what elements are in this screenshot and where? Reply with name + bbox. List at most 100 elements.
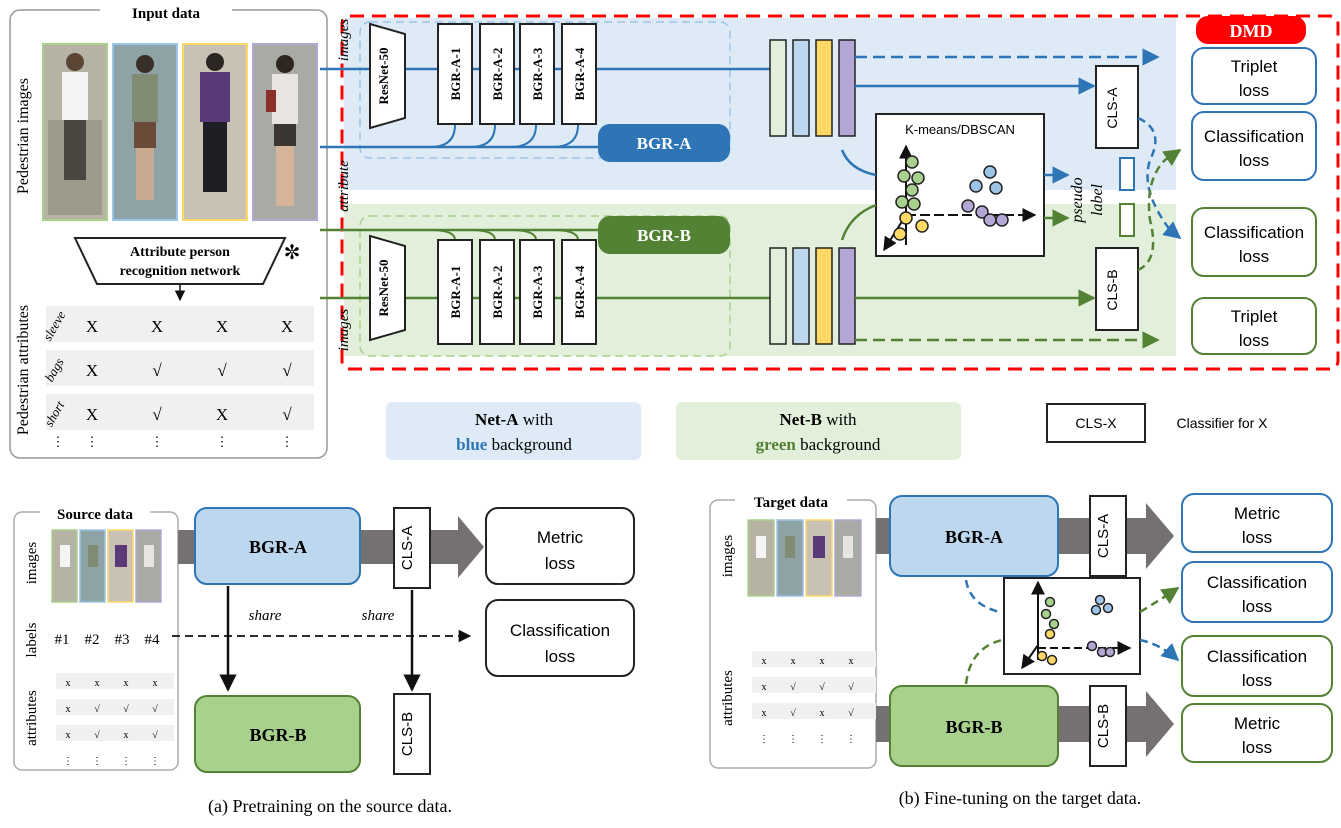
resnet-b-label: ResNet-50 (376, 259, 391, 316)
attribute-label: attribute (336, 160, 352, 212)
b-bgr-b-label: BGR-B (945, 717, 1002, 737)
small-attr-cell: √ (848, 708, 854, 719)
cluster-dot (1102, 602, 1114, 614)
caption-b: (b) Fine-tuning on the target data. (899, 788, 1142, 809)
cluster-dot (1086, 640, 1098, 652)
attr-cell: X (281, 317, 293, 336)
arrow-b-top-head (1146, 503, 1174, 569)
cross-green-dashed (1137, 148, 1182, 272)
loss-line1: Classification (1207, 573, 1307, 592)
a-share-text-1: share (249, 608, 282, 624)
a-cls-b-label: CLS-B (399, 712, 416, 756)
small-attr-ellipsis: ⋮ (788, 734, 798, 745)
bgr-block-label: BGR-A-1 (448, 266, 463, 319)
apr-line1: Attribute person (130, 245, 230, 260)
small-attr-cell: x (124, 678, 129, 689)
b-cluster-dots (1036, 594, 1116, 666)
resnet-a-label: ResNet-50 (376, 47, 391, 104)
feature-columns-b (769, 247, 856, 345)
bgr-block (437, 239, 473, 345)
a-classification-l2: loss (545, 647, 575, 666)
b-cls-b-box (1089, 685, 1127, 767)
arrow-b-bottom-head (1146, 691, 1174, 757)
caption-a: (a) Pretraining on the source data. (208, 796, 452, 817)
loss-line1: Metric (1234, 504, 1281, 523)
loss-box (1181, 561, 1333, 623)
small-attr-cell: √ (94, 704, 100, 715)
b-cluster-axis-yd (1021, 644, 1039, 670)
attr-cell: X (86, 361, 98, 380)
cluster-dot (989, 181, 1003, 195)
loss-line2: loss (1239, 81, 1269, 100)
target-attributes-label: attributes (720, 670, 736, 726)
cls-b-box (1095, 247, 1139, 331)
legend-net-a-bg (386, 402, 641, 460)
label-text: label (1089, 183, 1106, 216)
attr-ellipsis: ⋮ (52, 434, 65, 449)
loss-line1: Metric (1234, 714, 1281, 733)
cluster-dot (895, 195, 909, 209)
small-attr-cell: x (66, 704, 71, 715)
bgr-block (561, 23, 597, 125)
small-attr-cell: √ (790, 708, 796, 719)
small-attr-cell: x (820, 656, 825, 667)
bgr-block (519, 23, 555, 125)
attr-ellipsis: ⋮ (281, 434, 294, 449)
dmd-badge-bg (1196, 16, 1306, 44)
small-attr-row (56, 673, 174, 689)
b-cls-a-label: CLS-A (1095, 514, 1112, 558)
source-data-title: Source data (57, 507, 133, 523)
bgr-block-label: BGR-A-4 (572, 47, 587, 100)
cluster-dot (899, 211, 913, 225)
cls-a-label: CLS-A (1104, 87, 1120, 129)
cluster-title: K-means/DBSCAN (905, 122, 1015, 137)
loss-line1: Triplet (1231, 307, 1278, 326)
attr-branch-b (429, 229, 579, 241)
cluster-dot (1036, 650, 1048, 662)
attr-row-bg (46, 306, 314, 342)
small-attr-ellipsis: ⋮ (817, 734, 827, 745)
small-attr-cell: x (820, 708, 825, 719)
small-attr-ellipsis: ⋮ (92, 756, 102, 767)
b-cls-a-box (1089, 495, 1127, 577)
a-bgr-b-box (194, 695, 361, 773)
images-label-top: images (336, 19, 352, 62)
cluster-dot (893, 227, 907, 241)
loss-box (1191, 297, 1317, 355)
resnet-b-trapezoid (369, 234, 406, 342)
loss-line1: Classification (1204, 223, 1304, 242)
small-attr-ellipsis: ⋮ (63, 756, 73, 767)
pedestrian-images-label: Pedestrian images (15, 78, 32, 194)
source-labels-label: labels (24, 622, 40, 657)
small-attr-cell: x (762, 682, 767, 693)
attr-cell: √ (152, 361, 162, 380)
attr-branch-a (429, 124, 579, 148)
legend-net-a-line1: Net-A with (475, 410, 553, 429)
attribute-network-trapezoid (73, 237, 287, 285)
attr-row-bg (46, 394, 314, 430)
a-share-text-2: share (362, 608, 395, 624)
cluster-dot (911, 171, 925, 185)
top-loss-boxes: TripletlossClassificationlossClassificat… (1191, 47, 1317, 355)
a-metric-l1: Metric (537, 528, 584, 547)
cross-blue-dashed (1137, 116, 1182, 240)
b-bgr-b-box (889, 685, 1059, 767)
target-loss-boxes: MetriclossClassificationlossClassificati… (1181, 493, 1333, 763)
b-green-dash-out (1139, 586, 1180, 614)
loss-box (1181, 635, 1333, 697)
pedestrian-attributes-label: Pedestrian attributes (15, 305, 32, 435)
attr-ellipsis: ⋮ (86, 434, 99, 449)
attr-cell: X (151, 317, 163, 336)
bgr-a-badge: BGR-A (637, 134, 693, 153)
bgr-b-badge: BGR-B (637, 226, 691, 245)
legend-net-a-line2: blue background (456, 435, 572, 454)
cluster-dot (1048, 618, 1060, 630)
source-images-label: images (24, 542, 40, 585)
apr-line2: recognition network (120, 264, 241, 279)
small-attr-cell: √ (819, 682, 825, 693)
small-attr-cell: √ (790, 682, 796, 693)
small-attr-cell: x (66, 730, 71, 741)
